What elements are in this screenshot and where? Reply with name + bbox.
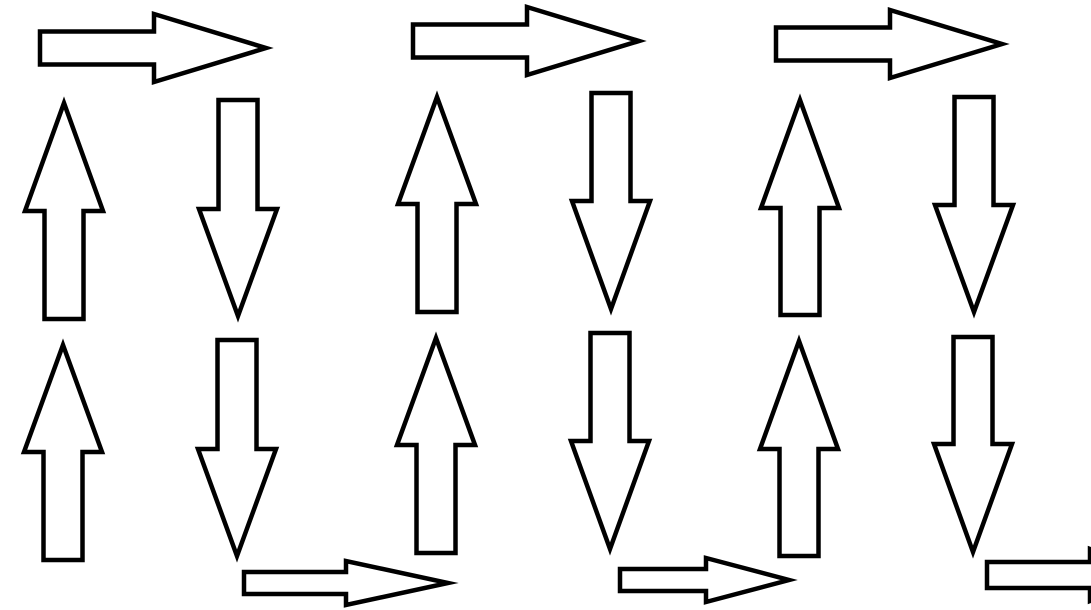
arrow-right-icon xyxy=(617,555,798,605)
arrow-down-icon xyxy=(194,337,280,563)
arrow-right-icon xyxy=(37,10,274,86)
arrow-up-icon xyxy=(756,334,842,559)
arrow-up-icon xyxy=(393,331,479,556)
arrow-up-icon xyxy=(757,93,843,318)
arrow-down-icon xyxy=(195,97,281,323)
arrow-down-icon xyxy=(568,90,654,316)
arrow-right-icon xyxy=(410,3,647,79)
arrow-right-icon xyxy=(773,6,1010,82)
arrow-right-icon xyxy=(241,558,459,608)
arrow-right-icon xyxy=(984,545,1091,605)
arrow-down-icon xyxy=(931,94,1017,319)
arrow-down-icon xyxy=(930,334,1016,559)
arrow-up-icon xyxy=(20,338,106,563)
arrow-down-icon xyxy=(567,330,653,556)
arrow-up-icon xyxy=(394,90,480,315)
arrow-up-icon xyxy=(21,96,107,322)
